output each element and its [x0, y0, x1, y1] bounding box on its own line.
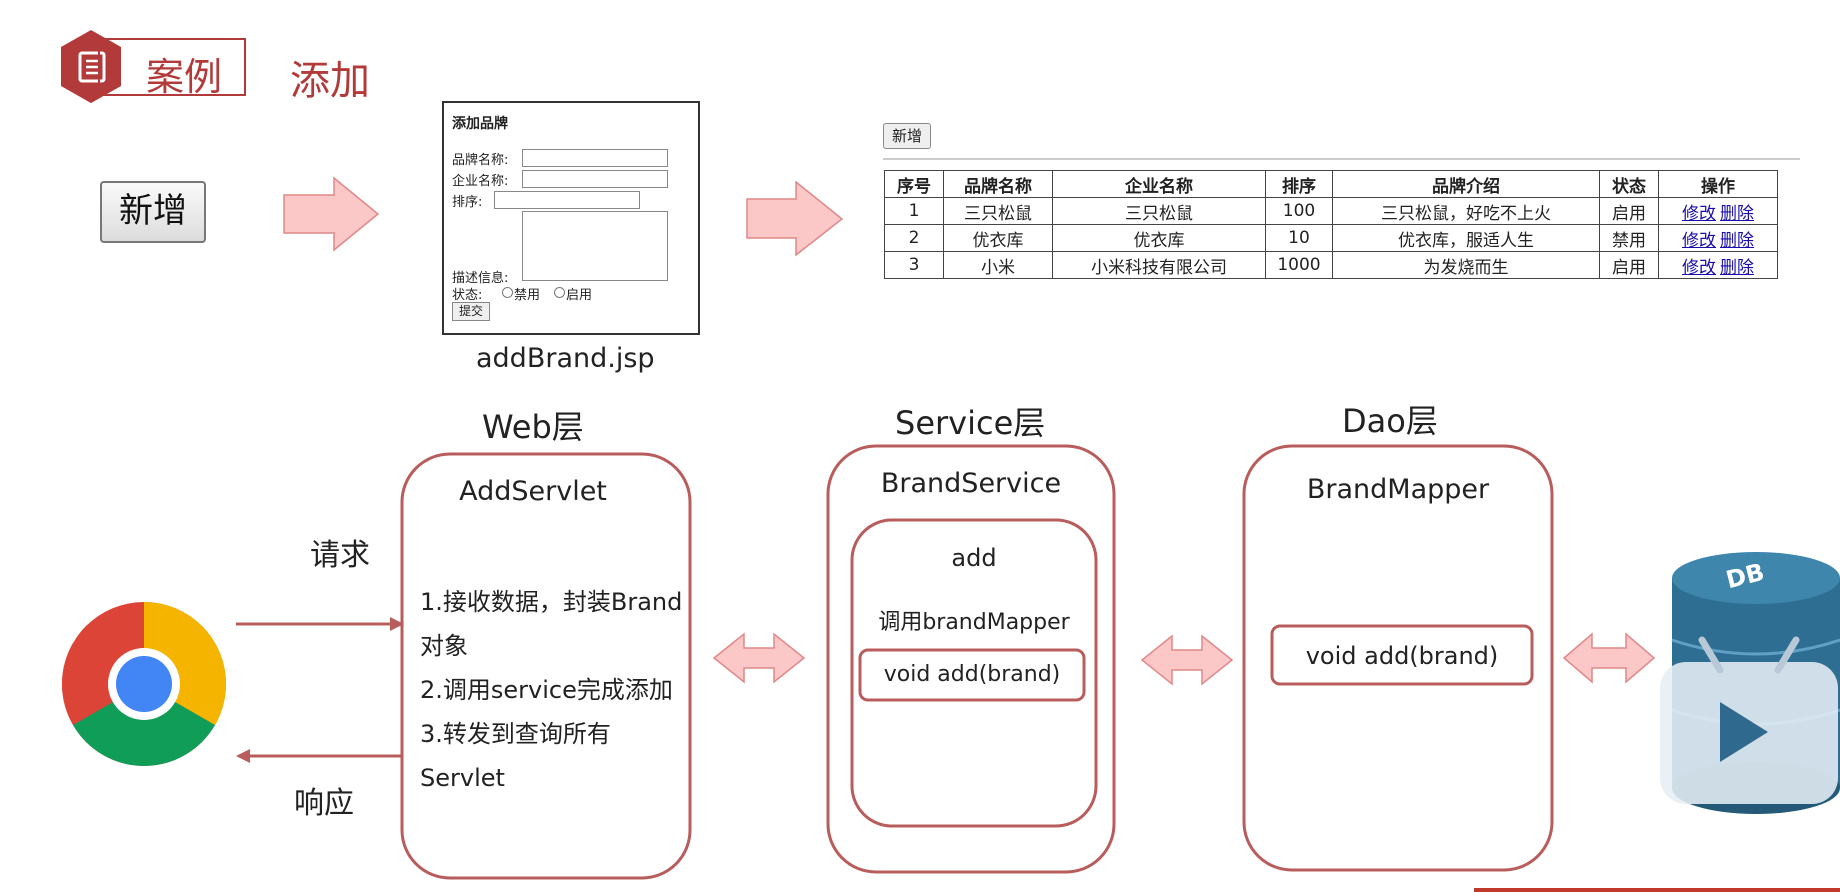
double-arrow-web-service [712, 632, 806, 684]
column-header: 企业名称 [1052, 170, 1266, 198]
status-enabled-label: 启用 [566, 288, 593, 303]
description-textarea[interactable] [522, 211, 668, 281]
delete-link[interactable]: 删除 [1720, 230, 1754, 251]
edit-link[interactable]: 修改 [1682, 257, 1716, 278]
table-cell: 禁用 [1599, 224, 1659, 252]
double-arrow-dao-db [1562, 632, 1656, 684]
response-arrow [236, 749, 402, 763]
table-cell: 3 [884, 251, 944, 279]
service-method-name: add [951, 544, 997, 572]
table-cell: 2 [884, 224, 944, 252]
column-header: 排序 [1265, 170, 1333, 198]
table-cell: 优衣库 [943, 224, 1053, 252]
table-cell: 为发烧而生 [1332, 251, 1600, 279]
progress-line [1474, 888, 1840, 892]
request-arrow [236, 617, 404, 631]
page-subtitle: 添加 [290, 58, 370, 104]
arrow-right-2 [746, 180, 844, 257]
status-label: 状态: [452, 288, 483, 303]
status-enabled-radio[interactable] [554, 287, 565, 298]
case-tag: 案例 [98, 38, 246, 99]
table-cell: 1000 [1265, 251, 1333, 279]
status-disabled-radio[interactable] [502, 287, 513, 298]
document-icon [78, 51, 106, 83]
table-row: 1 三只松鼠 三只松鼠 100 三只松鼠，好吃不上火 启用 修改删除 [884, 197, 1778, 225]
table-cell: 优衣库，服适人生 [1332, 224, 1600, 252]
form-title: 添加品牌 [452, 116, 508, 132]
step-1-continued: 对象 [420, 632, 468, 660]
brand-name-label: 品牌名称: [452, 153, 509, 168]
step-2: 2.调用service完成添加 [420, 676, 673, 704]
table-cell: 优衣库 [1052, 224, 1266, 252]
dao-layer-title: Dao层 [1342, 402, 1438, 440]
divider [883, 158, 1800, 160]
service-name: BrandService [880, 468, 1062, 499]
case-label: 案例 [146, 55, 223, 99]
table-cell: 启用 [1599, 197, 1659, 225]
table-cell: 10 [1265, 224, 1333, 252]
description-label: 描述信息: [452, 271, 509, 286]
company-name-input[interactable] [522, 170, 668, 188]
edit-link[interactable]: 修改 [1682, 203, 1716, 224]
web-layer-title: Web层 [482, 408, 584, 446]
servlet-name: AddServlet [459, 476, 607, 507]
response-label: 响应 [294, 786, 354, 821]
arrow-right-1 [283, 176, 380, 252]
status-disabled-label: 禁用 [514, 288, 541, 303]
video-play-icon [1660, 636, 1838, 804]
actions-cell: 修改删除 [1658, 224, 1778, 252]
web-layer-box [400, 452, 692, 880]
delete-link[interactable]: 删除 [1720, 257, 1754, 278]
column-header: 品牌名称 [943, 170, 1053, 198]
list-add-button[interactable]: 新增 [883, 123, 931, 149]
servlet-steps: 1.接收数据，封装Brand 对象 2.调用service完成添加 3.转发到查… [420, 580, 690, 800]
table-row: 2 优衣库 优衣库 10 优衣库，服适人生 禁用 修改删除 [884, 224, 1778, 252]
step-1: 1.接收数据，封装Brand [420, 588, 683, 616]
service-layer-box [826, 444, 1116, 874]
service-inner-box [850, 518, 1098, 828]
mapper-name: BrandMapper [1306, 474, 1490, 505]
column-header: 品牌介绍 [1332, 170, 1600, 198]
file-caption: addBrand.jsp [476, 343, 655, 374]
brand-table: 序号 品牌名称 企业名称 排序 品牌介绍 状态 操作 1 三只松鼠 三只松鼠 1… [884, 170, 1778, 279]
table-cell: 1 [884, 197, 944, 225]
table-header-row: 序号 品牌名称 企业名称 排序 品牌介绍 状态 操作 [884, 170, 1778, 198]
order-label: 排序: [452, 195, 483, 210]
column-header: 序号 [884, 170, 944, 198]
column-header: 操作 [1658, 170, 1778, 198]
table-row: 3 小米 小米科技有限公司 1000 为发烧而生 启用 修改删除 [884, 251, 1778, 279]
table-cell: 三只松鼠 [943, 197, 1053, 225]
actions-cell: 修改删除 [1658, 251, 1778, 279]
mapper-signature: void add(brand) [1305, 642, 1499, 670]
delete-link[interactable]: 删除 [1720, 203, 1754, 224]
table-cell: 三只松鼠，好吃不上火 [1332, 197, 1600, 225]
order-input[interactable] [494, 191, 640, 209]
service-call-text: 调用brandMapper [878, 610, 1070, 635]
chrome-icon [62, 602, 226, 766]
service-signature-box [858, 648, 1086, 702]
edit-link[interactable]: 修改 [1682, 230, 1716, 251]
add-button[interactable]: 新增 [100, 181, 206, 243]
submit-button[interactable]: 提交 [452, 302, 490, 321]
request-label: 请求 [310, 538, 370, 573]
actions-cell: 修改删除 [1658, 197, 1778, 225]
table-cell: 小米 [943, 251, 1053, 279]
table-cell: 启用 [1599, 251, 1659, 279]
double-arrow-service-dao [1140, 634, 1234, 686]
service-signature: void add(brand) [883, 662, 1061, 687]
column-header: 状态 [1599, 170, 1659, 198]
table-cell: 100 [1265, 197, 1333, 225]
table-cell: 三只松鼠 [1052, 197, 1266, 225]
table-cell: 小米科技有限公司 [1052, 251, 1266, 279]
dao-layer-box [1242, 444, 1554, 872]
service-layer-title: Service层 [895, 404, 1046, 442]
step-3: 3.转发到查询所有Servlet [420, 720, 611, 792]
add-brand-form: 添加品牌 品牌名称: 企业名称: 排序: 描述信息: 状态: 禁用 启用 提交 [442, 101, 700, 335]
case-badge [61, 30, 121, 103]
company-name-label: 企业名称: [452, 174, 509, 189]
dao-signature-box [1270, 624, 1534, 686]
brand-name-input[interactable] [522, 149, 668, 167]
